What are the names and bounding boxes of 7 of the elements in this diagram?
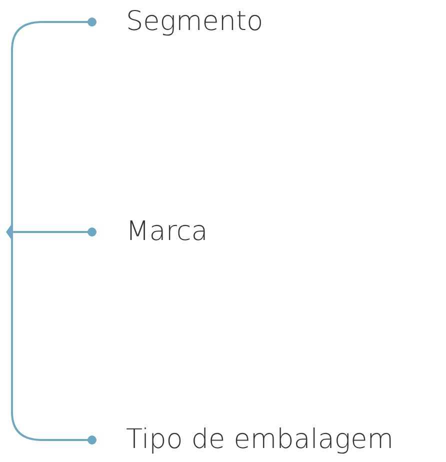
connector [42,18,96,26]
item-label: Segmento [94,2,264,42]
item-label: Tipo de embalagem [94,420,394,460]
connector [13,228,96,236]
connector [42,436,96,444]
bracket [6,20,42,442]
item-label: Marca [94,212,208,252]
